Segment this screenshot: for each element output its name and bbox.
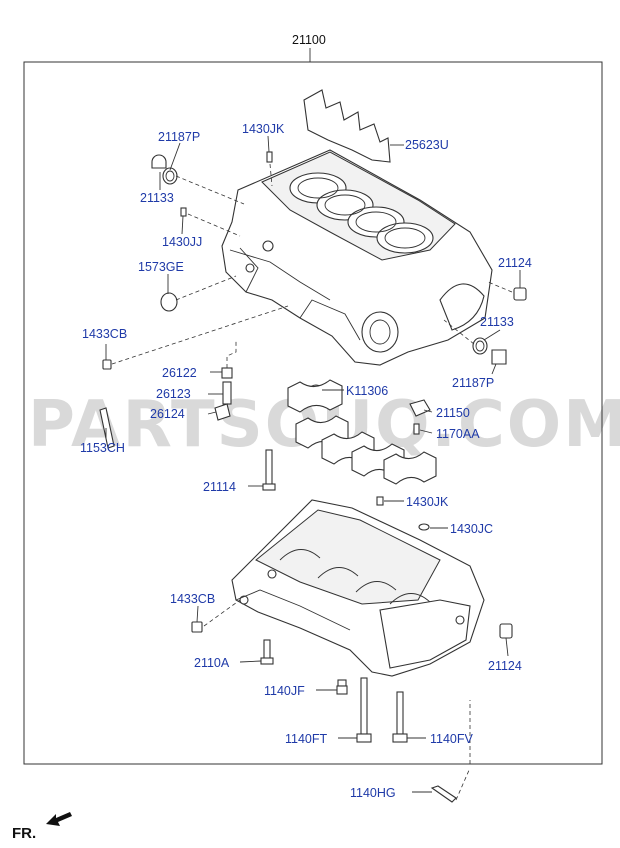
- callout-K11306[interactable]: K11306: [346, 384, 388, 398]
- callout-1433CB-top[interactable]: 1433CB: [82, 327, 127, 341]
- callout-21187P-right[interactable]: 21187P: [452, 376, 494, 390]
- callout-1430JC[interactable]: 1430JC: [450, 522, 493, 536]
- callout-1433CB-bot[interactable]: 1433CB: [170, 592, 215, 606]
- callout-1153CH[interactable]: 1153CH: [80, 441, 125, 455]
- callout-1430JJ[interactable]: 1430JJ: [162, 235, 202, 249]
- lower-crankcase: [231, 499, 485, 677]
- callout-26123[interactable]: 26123: [156, 387, 191, 401]
- callout-1140JF[interactable]: 1140JF: [264, 684, 305, 698]
- callout-21187P-top[interactable]: 21187P: [158, 130, 200, 144]
- callout-21133-top[interactable]: 21133: [140, 191, 174, 205]
- callout-21124-top[interactable]: 21124: [498, 256, 532, 270]
- callout-1170AA[interactable]: 1170AA: [436, 427, 480, 441]
- callout-21114[interactable]: 21114: [203, 480, 236, 494]
- bearing-caps: [287, 379, 437, 485]
- front-direction: FR.: [12, 812, 72, 842]
- callout-1573GE[interactable]: 1573GE: [138, 260, 184, 274]
- cylinder-block: [221, 149, 493, 366]
- callout-21124-bot[interactable]: 21124: [488, 659, 522, 673]
- callout-labels: 25623U 21187P 1430JK 21133 1430JJ 1573GE…: [80, 122, 532, 800]
- part-25623U-shape: [303, 89, 391, 163]
- callout-21150[interactable]: 21150: [436, 406, 470, 420]
- callout-26122[interactable]: 26122: [162, 366, 197, 380]
- callout-26124[interactable]: 26124: [150, 407, 185, 421]
- small-parts-upper: [99, 151, 527, 491]
- callout-1140HG[interactable]: 1140HG: [350, 786, 396, 800]
- callout-25623U[interactable]: 25623U: [405, 138, 449, 152]
- front-label: FR.: [12, 825, 36, 842]
- callout-1140FV[interactable]: 1140FV: [430, 732, 474, 746]
- front-arrow-icon: [46, 812, 72, 826]
- callout-21133-right[interactable]: 21133: [480, 315, 514, 329]
- leader-lines: [105, 135, 521, 801]
- assembly-number[interactable]: 21100: [292, 33, 326, 47]
- callout-1140FT[interactable]: 1140FT: [285, 732, 328, 746]
- callout-1430JK-mid[interactable]: 1430JK: [406, 495, 449, 509]
- callout-1430JK-top[interactable]: 1430JK: [242, 122, 285, 136]
- callout-2110A[interactable]: 2110A: [194, 656, 230, 670]
- assembly-frame: [23, 61, 603, 765]
